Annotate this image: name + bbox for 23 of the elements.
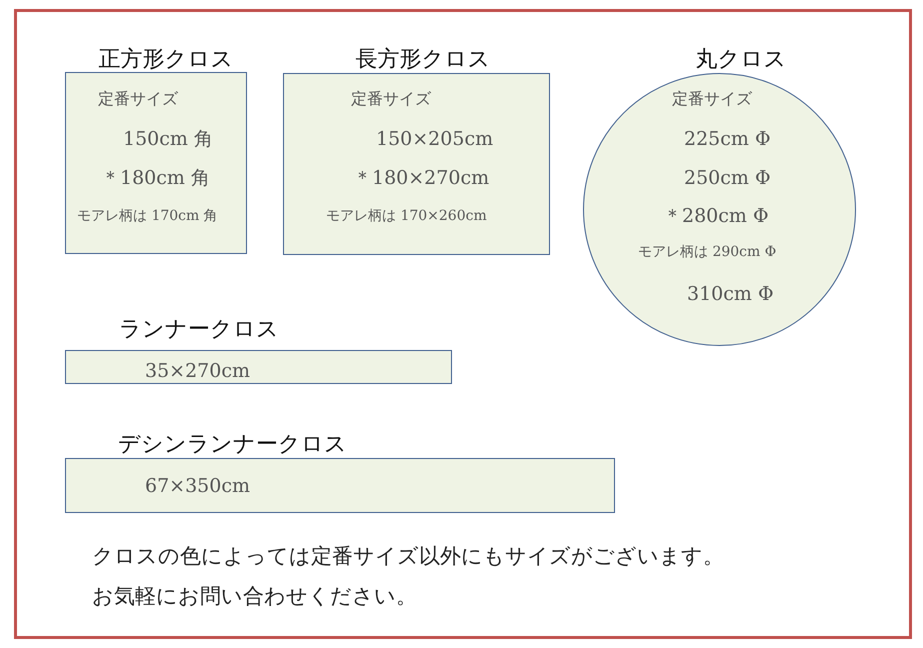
size-text: ＊280cm Φ	[663, 205, 769, 228]
size-text: 150×205cm	[376, 128, 494, 151]
size-text: モアレ柄は 170cm 角	[77, 208, 218, 225]
size-text: 定番サイズ	[351, 89, 431, 108]
size-text: 310cm Φ	[687, 283, 774, 306]
size-text: 定番サイズ	[98, 89, 178, 108]
size-text: 35×270cm	[145, 360, 250, 383]
size-text: 250cm Φ	[684, 167, 771, 190]
category-heading: 長方形クロス	[356, 47, 490, 74]
category-heading: 正方形クロス	[98, 47, 234, 74]
size-text: ＊180×270cm	[353, 167, 490, 190]
size-text: 225cm Φ	[684, 128, 771, 151]
size-text: ＊180cm 角	[101, 167, 210, 190]
size-text: 定番サイズ	[672, 89, 752, 108]
note-text: お気軽にお問い合わせください。	[92, 584, 417, 610]
size-text: モアレ柄は 170×260cm	[326, 208, 487, 225]
size-text: モアレ柄は 290cm Φ	[638, 244, 776, 261]
category-heading: 丸クロス	[696, 47, 786, 74]
size-text: 67×350cm	[145, 475, 250, 498]
category-heading: ランナークロス	[119, 317, 279, 344]
note-text: クロスの色によっては定番サイズ以外にもサイズがございます。	[92, 544, 724, 570]
size-text: 150cm 角	[123, 128, 213, 151]
category-heading: デシンランナークロス	[118, 432, 347, 458]
